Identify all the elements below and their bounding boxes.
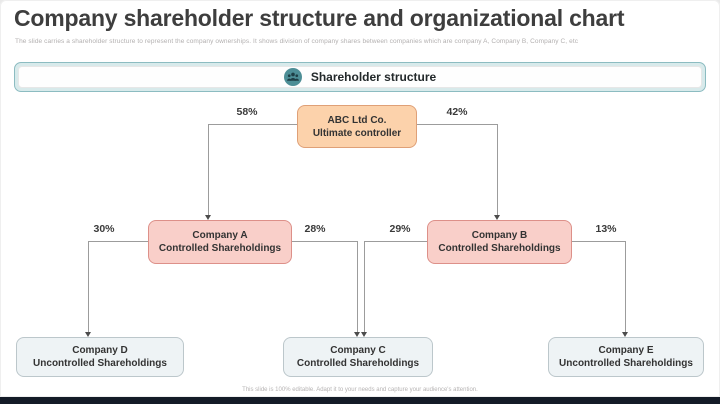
node-company-d: Company D Uncontrolled Shareholdings xyxy=(16,337,184,377)
slide-subtitle: The slide carries a shareholder structur… xyxy=(15,38,579,45)
arrowhead-icon xyxy=(205,215,211,220)
connector-b-to-e-v xyxy=(625,241,626,332)
connector-b-to-c-v xyxy=(364,241,365,332)
node-company-b-line1: Company B xyxy=(471,230,528,241)
node-company-e-line2: Uncontrolled Shareholdings xyxy=(559,358,693,369)
connector-abc-to-a-v xyxy=(208,124,209,215)
page-title: Company shareholder structure and organi… xyxy=(14,5,625,31)
banner-label: Shareholder structure xyxy=(310,70,437,84)
edge-label-29: 29% xyxy=(389,223,411,235)
arrowhead-icon xyxy=(494,215,500,220)
edge-label-13: 13% xyxy=(595,223,617,235)
node-company-a-line1: Company A xyxy=(192,230,248,241)
connector-a-to-d-h xyxy=(88,241,148,242)
edge-label-42: 42% xyxy=(446,106,468,118)
edge-label-58: 58% xyxy=(236,106,258,118)
node-company-c-line1: Company C xyxy=(330,345,386,356)
banner-inner: Shareholder structure xyxy=(18,66,702,88)
node-company-b-line2: Controlled Shareholdings xyxy=(438,243,561,254)
arrowhead-icon xyxy=(85,332,91,337)
node-abc-ltd: ABC Ltd Co. Ultimate controller xyxy=(297,105,417,148)
node-company-e: Company E Uncontrolled Shareholdings xyxy=(548,337,704,377)
edge-label-28: 28% xyxy=(304,223,326,235)
connector-b-to-e-h xyxy=(572,241,625,242)
connector-a-to-c-v xyxy=(357,241,358,332)
connector-abc-to-b-h xyxy=(417,124,497,125)
arrowhead-icon xyxy=(622,332,628,337)
connector-abc-to-b-v xyxy=(497,124,498,215)
node-company-c-line2: Controlled Shareholdings xyxy=(296,358,420,369)
people-group-icon xyxy=(283,68,302,86)
bottom-bar xyxy=(0,397,720,404)
node-abc-line2: Ultimate controller xyxy=(312,127,402,139)
edge-label-30: 30% xyxy=(93,223,115,235)
node-abc-line1: ABC Ltd Co. xyxy=(327,114,387,126)
shareholder-structure-banner: Shareholder structure xyxy=(14,62,706,92)
node-company-c: Company C Controlled Shareholdings xyxy=(283,337,433,377)
editable-note: This slide is 100% editable. Adapt it to… xyxy=(242,387,478,393)
node-company-a-line2: Controlled Shareholdings xyxy=(158,243,282,254)
arrowhead-icon xyxy=(354,332,360,337)
connector-b-to-c-h xyxy=(364,241,427,242)
node-company-b: Company B Controlled Shareholdings xyxy=(427,220,572,264)
connector-a-to-d-v xyxy=(88,241,89,332)
node-company-a: Company A Controlled Shareholdings xyxy=(148,220,292,264)
node-company-d-line2: Uncontrolled Shareholdings xyxy=(33,358,167,369)
arrowhead-icon xyxy=(361,332,367,337)
node-company-d-line1: Company D xyxy=(72,345,128,356)
connector-a-to-c-h xyxy=(292,241,357,242)
node-company-e-line1: Company E xyxy=(598,345,654,356)
connector-abc-to-a-h xyxy=(208,124,297,125)
